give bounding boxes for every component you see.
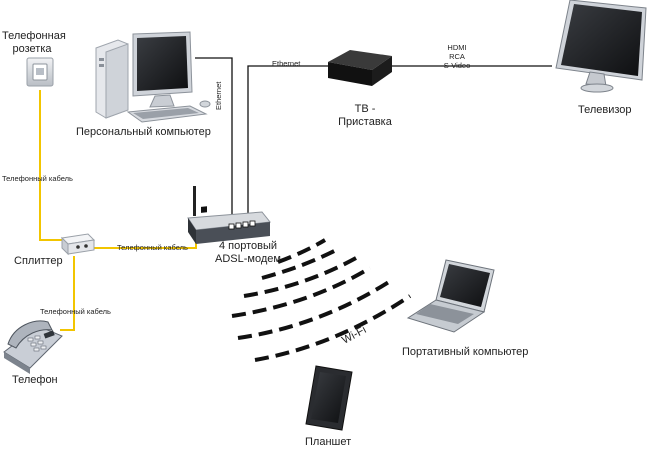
personal-computer-label: Персональный компьютер <box>76 126 211 138</box>
phone-cable-socket-label: Телефонный кабель <box>2 174 73 183</box>
splitter-label: Сплиттер <box>14 255 63 267</box>
hdmi-label: HDMI <box>447 43 467 52</box>
telephone-socket-icon <box>26 57 54 87</box>
ethernet-pc-label: Ethernet <box>214 81 223 110</box>
wifi-waves-icon <box>231 238 412 362</box>
phone-cable-modem-label: Телефонный кабель <box>117 243 188 252</box>
laptop-icon <box>406 259 495 333</box>
rca-label: RCA <box>449 52 465 61</box>
tv-box-icon <box>328 50 392 86</box>
personal-computer-icon <box>95 31 211 123</box>
television-label: Телевизор <box>578 104 632 116</box>
telephone-socket-label-line1: Телефонная <box>2 30 66 42</box>
tv-connectors-label: HDMI RCA S-Video <box>438 43 476 70</box>
adsl-modem-icon <box>187 186 271 244</box>
ethernet-cables <box>195 57 552 222</box>
telephone-label: Телефон <box>12 374 58 386</box>
splitter-icon <box>60 233 96 256</box>
svideo-label: S-Video <box>443 61 471 70</box>
telephone-socket-label: Телефонная розетка <box>2 30 66 56</box>
tv-box-label-line1: ТВ - <box>354 103 376 115</box>
tv-box-label-line2: Приставка <box>338 116 392 128</box>
laptop-label: Портативный компьютер <box>402 346 529 358</box>
phone-cable-splitter-phone <box>60 256 75 331</box>
tablet-label: Планшет <box>305 436 352 448</box>
modem-label-line2: ADSL-модем <box>215 253 281 265</box>
modem-label-line1: 4 портовый <box>218 240 278 252</box>
tablet-icon <box>305 365 353 431</box>
telephone-icon <box>3 320 63 374</box>
phone-cable-phone-label: Телефонный кабель <box>40 307 111 316</box>
ethernet-tvbox-label: Ethernet <box>272 59 301 68</box>
television-icon <box>555 0 647 93</box>
modem-label: 4 портовый ADSL-модем <box>206 240 290 266</box>
ethernet-cable-tvbox <box>247 65 330 222</box>
ethernet-cable-pc <box>195 57 233 222</box>
phone-cable-socket-splitter <box>39 90 62 241</box>
telephone-socket-label-line2: розетка <box>12 43 52 55</box>
tv-box-label: ТВ - Приставка <box>330 103 400 129</box>
